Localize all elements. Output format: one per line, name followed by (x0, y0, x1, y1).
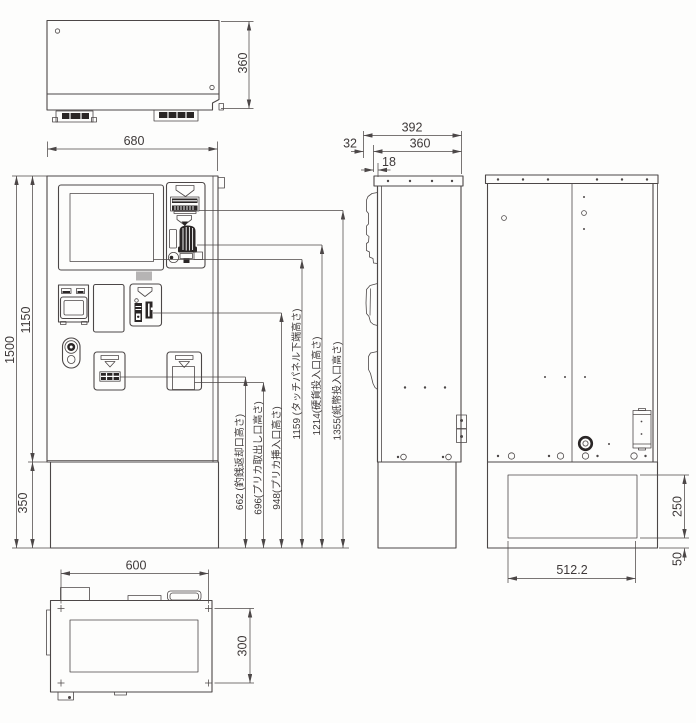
rear-view: 250 50 512.2 (484, 174, 689, 583)
card-unit-profile (365, 283, 378, 326)
callout-coin-return-height: 662 (釣銭返却口高さ) (233, 414, 246, 510)
dim-top-depth: 360 (221, 21, 254, 109)
bill-slot (170, 196, 200, 214)
height-callouts: 662 (釣銭返却口高さ) 696(プリカ取出し口高さ) 948(プリカ挿入口高… (120, 210, 349, 549)
dim-rear-bottom-offset: 50 (659, 547, 689, 566)
dim-front-width: 680 (47, 134, 218, 171)
insert-arrow-icon (137, 287, 153, 297)
dim-label-front-width: 680 (124, 134, 145, 148)
screw-hole (54, 28, 61, 34)
dim-label-total-height: 1500 (3, 336, 17, 364)
side-view: 392 360 32 18 (343, 121, 467, 549)
dim-total-height: 1500 (3, 175, 50, 549)
screw-hole (209, 84, 215, 91)
dim-label-base-height: 350 (16, 493, 30, 514)
coin-slot-knob (178, 221, 197, 253)
bill-coin-unit (165, 181, 206, 269)
dim-side-front-protrusion: 32 (343, 137, 364, 154)
key-lock (61, 337, 81, 369)
dim-side-body-depth: 360 (373, 137, 462, 172)
foot-detail (57, 691, 74, 701)
callout-coin-insert-height: 1214(硬貨投入口高さ) (310, 337, 323, 436)
pedestal (49, 461, 220, 549)
callout-card-insert-height: 948(プリカ挿入口高さ) (270, 406, 283, 509)
anchor-foot (153, 109, 199, 122)
bottom-opening (69, 619, 199, 673)
dim-cabinet-height: 1150 (19, 176, 50, 463)
front-view: 1500 1150 350 (3, 175, 225, 549)
dim-label-side-panel-offset: 18 (382, 155, 396, 169)
hinge (217, 177, 225, 189)
card-outlet-unit (166, 351, 203, 391)
speaker-grille (136, 271, 152, 281)
insert-arrow-icon (175, 185, 195, 197)
card-insert-unit (129, 283, 163, 327)
dim-label-side-front-protrusion: 32 (343, 137, 357, 151)
dim-label-top-depth: 360 (236, 53, 250, 74)
dim-label-cabinet-height: 1150 (19, 307, 33, 334)
coin-arrow-icon (176, 215, 192, 226)
connector-plate (632, 408, 652, 451)
coin-return-unit (93, 351, 126, 391)
coin-return-profile (368, 351, 378, 390)
pedestal-opening (507, 474, 638, 539)
dim-bottom-anchor-depth: 300 (214, 608, 254, 684)
dim-bottom-anchor-width: 600 (60, 559, 209, 604)
dim-rear-opening-width: 512.2 (507, 541, 636, 583)
bill-unit-profile (366, 192, 378, 264)
dim-label-bottom-anchor-depth: 300 (236, 636, 250, 657)
cable-gland (577, 435, 594, 452)
dim-label-bottom-anchor-width: 600 (126, 559, 147, 573)
anchor-marks (57, 605, 212, 687)
dim-label-rear-opening-width: 512.2 (556, 563, 587, 577)
callout-bill-insert-height: 1355(紙幣投入口高さ) (331, 342, 344, 441)
touch-panel (57, 184, 165, 271)
dim-label-side-total-depth: 392 (402, 121, 423, 135)
dim-side-total-depth: 392 (363, 121, 462, 174)
dim-label-side-body-depth: 360 (410, 137, 431, 151)
printer-unit (57, 284, 90, 325)
dim-side-panel-offset: 18 (361, 155, 396, 177)
blank-panel (92, 283, 125, 333)
callout-touch-panel-height: 1159 (タッチパネル下端高さ) (290, 309, 303, 440)
dim-rear-opening-height: 250 (640, 474, 689, 539)
pedestal (486, 461, 659, 549)
bottom-view: 600 300 (46, 559, 254, 701)
top-view: 360 680 (46, 19, 254, 171)
hinge (456, 414, 467, 443)
dim-label-rear-bottom-offset: 50 (671, 552, 685, 566)
card-slit (169, 229, 177, 249)
pedestal (377, 461, 457, 549)
anchor-foot (52, 110, 97, 123)
callout-card-outlet-height: 696(プリカ取出し口高さ) (252, 401, 265, 514)
coin-return-lever (167, 251, 203, 263)
dim-label-rear-opening-height: 250 (671, 496, 685, 517)
dim-base-height: 350 (16, 462, 35, 548)
